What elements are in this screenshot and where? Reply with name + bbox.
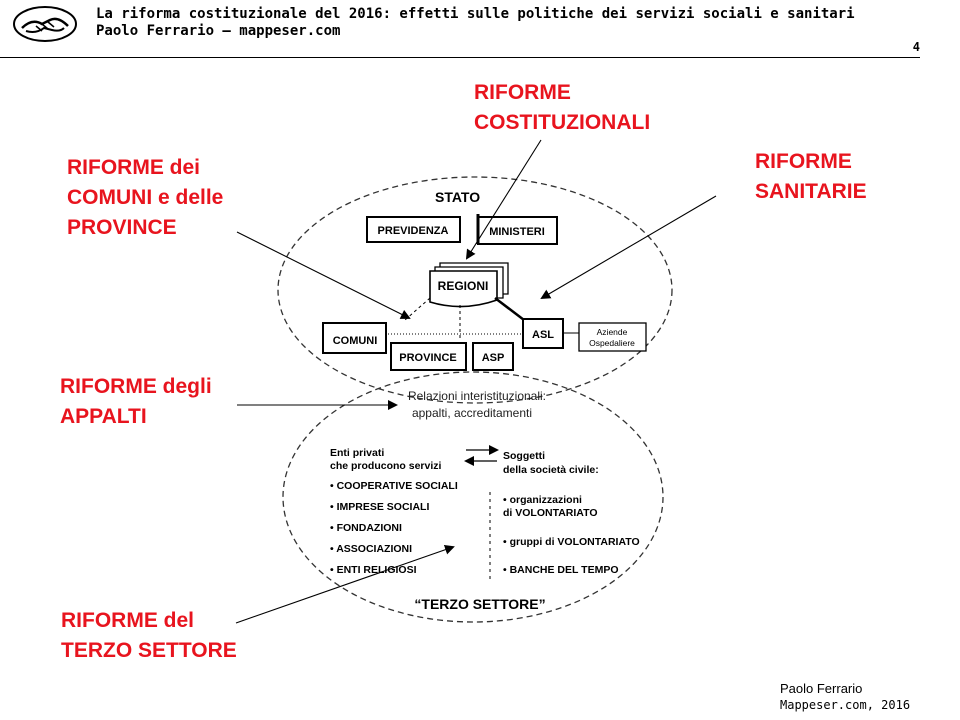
label-line: APPALTI (60, 405, 147, 428)
enti-privati-line2: che producono servizi (330, 460, 442, 472)
label-line: TERZO SETTORE (61, 639, 237, 662)
label-line: SANITARIE (755, 180, 867, 203)
soggetti-line2: della società civile: (503, 464, 599, 476)
slide-author: Paolo Ferrario – mappeser.com (96, 23, 341, 39)
left-list-item: • ENTI RELIGIOSI (330, 564, 417, 576)
slide-title: La riforma costituzionale del 2016: effe… (96, 6, 855, 22)
label-riforme-comuni-province: RIFORME dei COMUNI e delle PROVINCE (67, 153, 223, 243)
label-riforme-appalti: RIFORME degli APPALTI (60, 372, 212, 432)
asp-label: ASP (482, 352, 505, 364)
slide-header: La riforma costituzionale del 2016: effe… (0, 0, 960, 62)
left-list-item: • FONDAZIONI (330, 522, 402, 534)
comuni-box: COMUNI (322, 322, 387, 354)
footer-site: Mappeser.com, 2016 (780, 698, 911, 712)
slide-footer: Paolo Ferrario Mappeser.com, 2016 (780, 680, 910, 714)
right-list-item: • gruppi di VOLONTARIATO (503, 536, 640, 548)
terzo-settore-ellipse (282, 371, 664, 623)
asl-label: ASL (532, 329, 554, 341)
terzo-settore-label: “TERZO SETTORE” (414, 596, 545, 612)
label-line: RIFORME dei (67, 156, 201, 179)
relazioni-line2: appalti, accreditamenti (412, 406, 532, 420)
stato-ellipse (277, 176, 673, 404)
label-line: RIFORME (474, 81, 571, 104)
previdenza-box: PREVIDENZA (366, 216, 461, 243)
asl-box: ASL (522, 318, 564, 349)
enti-privati-line1: Enti privati (330, 447, 384, 459)
header-divider (0, 57, 920, 58)
right-list-item: di VOLONTARIATO (503, 507, 598, 519)
label-riforme-sanitarie: RIFORME SANITARIE (755, 147, 867, 207)
aziende-ospedaliere-box: Aziende Ospedaliere (578, 322, 647, 352)
label-line: PROVINCE (67, 216, 177, 239)
right-list-item: • BANCHE DEL TEMPO (503, 564, 619, 576)
label-line: COMUNI e delle (67, 186, 224, 209)
aziende-label-line1: Aziende (597, 327, 628, 337)
arrow-terzo-settore (235, 544, 455, 624)
label-riforme-costituzionali: RIFORME COSTITUZIONALI (474, 78, 650, 138)
arrow-costituzionali (465, 139, 542, 260)
footer-author: Paolo Ferrario (780, 681, 863, 696)
ministeri-box: MINISTERI (476, 214, 558, 245)
page-number: 4 (912, 40, 920, 54)
province-label: PROVINCE (399, 352, 456, 364)
stato-label: STATO (435, 189, 480, 205)
previdenza-label: PREVIDENZA (378, 225, 449, 237)
arrow-sanitarie (540, 195, 717, 300)
left-list-item: • ASSOCIAZIONI (330, 543, 412, 555)
label-line: COSTITUZIONALI (474, 111, 651, 134)
label-line: RIFORME del (61, 609, 195, 632)
handshake-logo-icon (13, 6, 77, 42)
regioni-label: REGIONI (438, 279, 489, 293)
comuni-label: COMUNI (333, 335, 378, 347)
relazioni-line1: Relazioni interistituzionali: (408, 389, 546, 403)
regioni-comuni-connector (404, 297, 431, 321)
regioni-box: REGIONI (429, 262, 509, 308)
province-box: PROVINCE (390, 342, 467, 371)
arrow-comuni-province (236, 231, 411, 319)
label-line: RIFORME (755, 150, 852, 173)
label-line: RIFORME degli (60, 375, 212, 398)
ministeri-label: MINISTERI (489, 226, 545, 238)
asp-box: ASP (472, 342, 514, 371)
regioni-asl-link (494, 297, 525, 321)
right-list-item: • organizzazioni (503, 494, 582, 506)
aziende-label-line2: Ospedaliere (589, 338, 635, 348)
soggetti-line1: Soggetti (503, 450, 545, 462)
left-list-item: • IMPRESE SOCIALI (330, 501, 429, 513)
left-list-item: • COOPERATIVE SOCIALI (330, 480, 458, 492)
label-riforme-terzo-settore: RIFORME del TERZO SETTORE (61, 606, 237, 666)
